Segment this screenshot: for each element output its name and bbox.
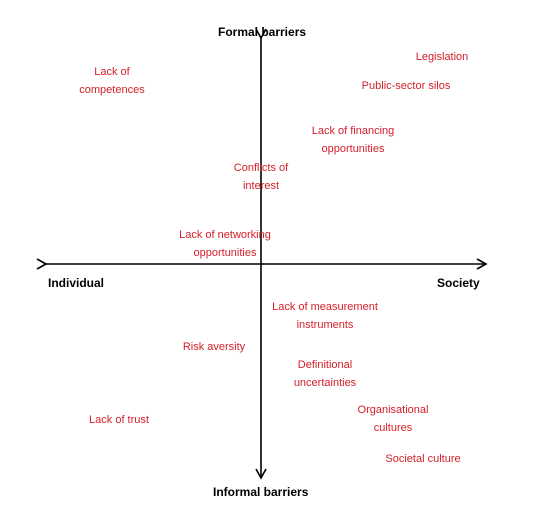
barrier-label-line: Lack of financing [311,125,395,137]
barrier-label-organisational-cultures: Organisational cultures [358,401,429,437]
barrier-label-definitional-uncertainties: Definitional uncertainties [294,356,356,392]
barrier-label-line: Lack of trust [89,414,149,426]
barrier-label-societal-culture: Societal culture [385,450,460,468]
barrier-label-line: instruments [296,319,354,331]
axis-label-informal-barriers: Informal barriers [213,485,309,499]
axis-label-individual: Individual [48,276,105,290]
barrier-label-lack-of-trust: Lack of trust [89,411,149,429]
barrier-label-line: interest [242,180,280,192]
barrier-label-conflicts-of-interest: Conflicts of interest [234,159,288,195]
barrier-label-lack-of-networking-opportunities: Lack of networking opportunities [179,226,271,262]
barrier-label-legislation: Legislation [416,48,469,66]
barrier-label-line: Lack of [94,66,130,78]
barrier-label-risk-aversity: Risk aversity [183,338,245,356]
barrier-label-line: opportunities [193,247,257,259]
barrier-label-line: Societal culture [385,453,461,465]
barrier-label-line: Public-sector silos [361,80,451,92]
barrier-label-line: opportunities [321,143,385,155]
barrier-label-line: Lack of measurement [272,301,378,313]
axis-label-society: Society [437,276,480,290]
barrier-label-line: Definitional [297,359,353,371]
barrier-label-line: competences [79,84,145,96]
barrier-label-lack-of-financing-opportunities: Lack of financing opportunities [312,122,395,158]
barrier-label-line: Risk aversity [182,341,246,353]
axis-label-formal-barriers: Formal barriers [218,25,307,39]
barrier-label-line: cultures [373,422,413,434]
barrier-label-line: Lack of networking [179,229,271,241]
barrier-label-public-sector-silos: Public-sector silos [362,77,451,95]
barrier-label-line: Organisational [357,404,429,416]
barrier-label-lack-of-measurement-instruments: Lack of measurement instruments [272,298,378,334]
barrier-label-line: Legislation [415,51,469,63]
barrier-label-line: uncertainties [293,377,357,389]
barrier-label-line: Conflicts of [233,162,289,174]
barrier-label-lack-of-competences: Lack of competences [79,63,144,99]
